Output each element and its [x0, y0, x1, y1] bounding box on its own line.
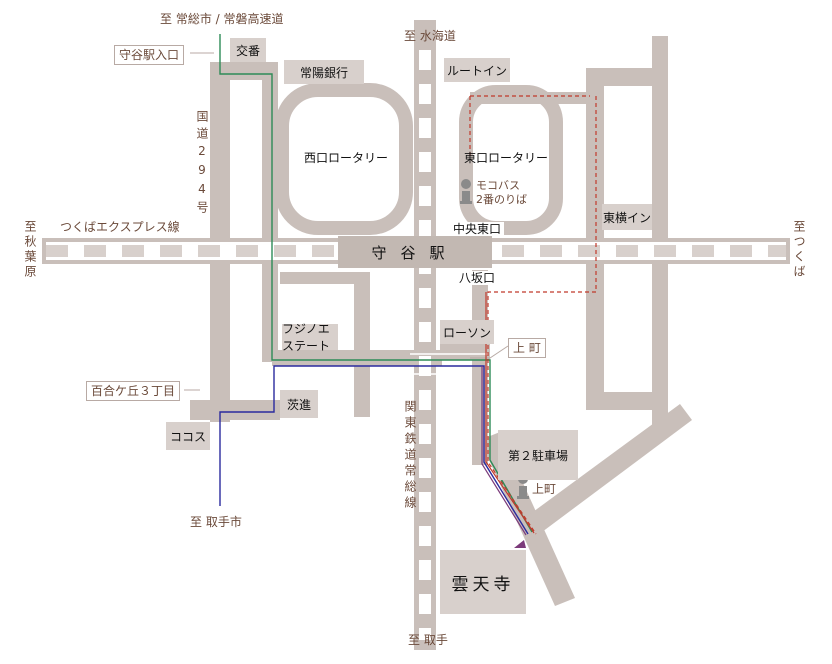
- intersection-yurigaoka: 百合ケ丘３丁目: [86, 381, 181, 401]
- landmark-unten-ji: 雲天寺: [440, 550, 526, 614]
- direction-north: 至 水海道: [404, 29, 456, 43]
- yasaka-exit: 八坂口: [456, 271, 499, 285]
- road-yurigaoka: [190, 400, 280, 420]
- road-west-parallel: [262, 62, 278, 362]
- tsukuba-express-label: つくばエクスプレス線: [60, 220, 180, 234]
- landmark-fujino-estate: フジノエステート: [282, 322, 338, 353]
- direction-south-west: 至 取手市: [190, 515, 242, 529]
- route-purple: [481, 366, 527, 536]
- intersection-moriya-entrance: 守谷駅入口: [114, 45, 185, 65]
- intersection-kamimachi: 上 町: [508, 338, 546, 358]
- landmark-route-inn: ルートイン: [444, 58, 510, 82]
- direction-north-west: 至 常総市 / 常磐高速道: [160, 12, 284, 26]
- east-rotary-label: 東口ロータリー: [464, 151, 549, 165]
- moco-bus-label-2: 2番のりば: [476, 193, 527, 206]
- landmark-joyo-bank: 常陽銀行: [284, 60, 364, 84]
- landmark-cocos: ココス: [166, 422, 210, 450]
- route-blue: [219, 365, 529, 535]
- landmark-parking-2: 第２駐車場: [498, 430, 578, 480]
- road-diagonal-east: [522, 404, 692, 538]
- direction-south: 至 取手: [408, 633, 448, 647]
- direction-east: 至つくば: [792, 220, 806, 280]
- east-rotary: [459, 85, 563, 235]
- moriya-station: 守谷駅: [338, 236, 492, 268]
- direction-west: 至秋葉原: [23, 220, 37, 280]
- route-red-dashed: [487, 96, 597, 535]
- kanto-line-label: 関東鉄道常総線: [403, 400, 417, 512]
- moco-bus-label-1: モコバス: [476, 179, 520, 192]
- landmark-toyoko-inn: 東横イン: [602, 204, 652, 230]
- road-east-outer: [652, 36, 668, 436]
- west-rotary-label: 西口ロータリー: [304, 151, 389, 165]
- route-arrow-head: [514, 540, 526, 548]
- road-fujino-top: [280, 272, 370, 284]
- route-red: [485, 292, 535, 534]
- road-east-bottom: [586, 392, 666, 410]
- east-center-exit: 中央東口: [450, 222, 505, 236]
- landmark-koban: 交番: [230, 38, 266, 62]
- landmark-lawson: ローソン: [440, 320, 494, 344]
- route-294-label: 国道294号: [195, 110, 209, 218]
- landmark-ibaraki-shin: 茨進: [280, 390, 318, 418]
- route-green: [219, 34, 533, 533]
- west-rotary: [275, 83, 413, 235]
- bus-stop-icon: [460, 179, 472, 204]
- kamimachi-bus-label: 上町: [532, 482, 557, 496]
- road-fujino-side: [354, 272, 370, 417]
